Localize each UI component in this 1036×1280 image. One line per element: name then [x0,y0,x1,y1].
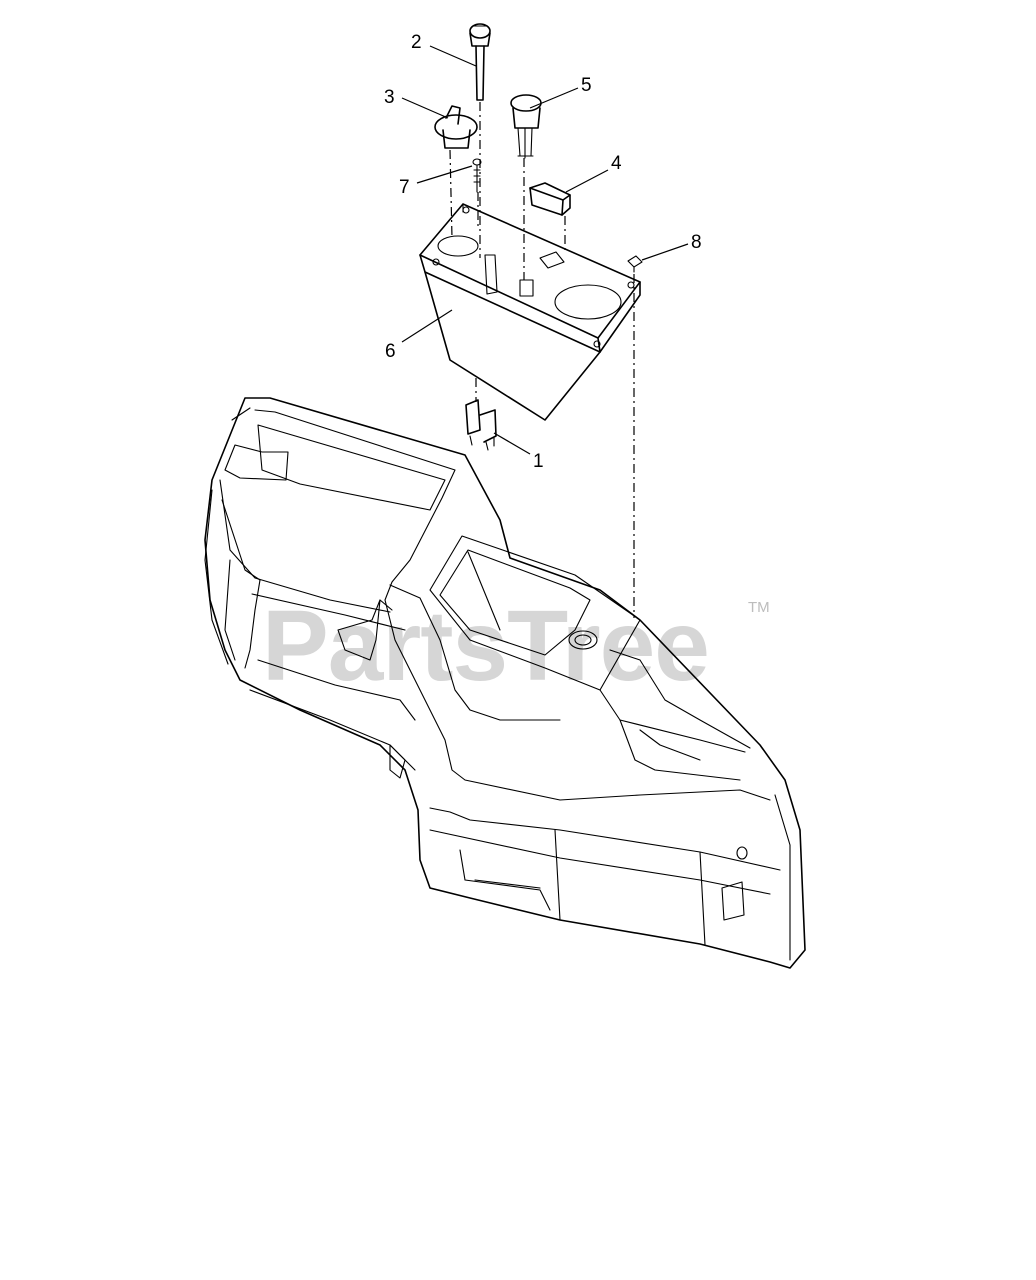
callout-label: 6 [385,341,396,362]
part-3-knob [434,105,478,149]
assembly-lines [449,102,635,618]
callout-3: 3 [384,87,449,119]
callout-6: 6 [385,309,453,362]
callout-8: 8 [641,232,702,261]
callout-2: 2 [411,32,477,67]
dash-panel [204,397,806,969]
callout-7: 7 [399,165,473,198]
console-box [419,203,641,421]
callout-label: 3 [384,87,395,108]
callout-5: 5 [529,75,592,109]
part-8-screw [627,255,643,273]
part-7-screw [472,158,482,193]
callout-label: 2 [411,32,422,53]
callout-label: 7 [399,177,410,198]
part-5-switch [510,94,542,159]
callout-1: 1 [493,432,544,472]
callout-label: 4 [611,153,622,174]
callout-label: 1 [533,451,544,472]
callout-4: 4 [565,153,622,193]
callout-label: 8 [691,232,702,253]
part-4-switch [529,182,571,216]
watermark-trademark: TM [748,599,770,616]
callout-label: 5 [581,75,592,96]
part-2-switch [469,23,491,101]
part-1-connector [465,399,497,451]
